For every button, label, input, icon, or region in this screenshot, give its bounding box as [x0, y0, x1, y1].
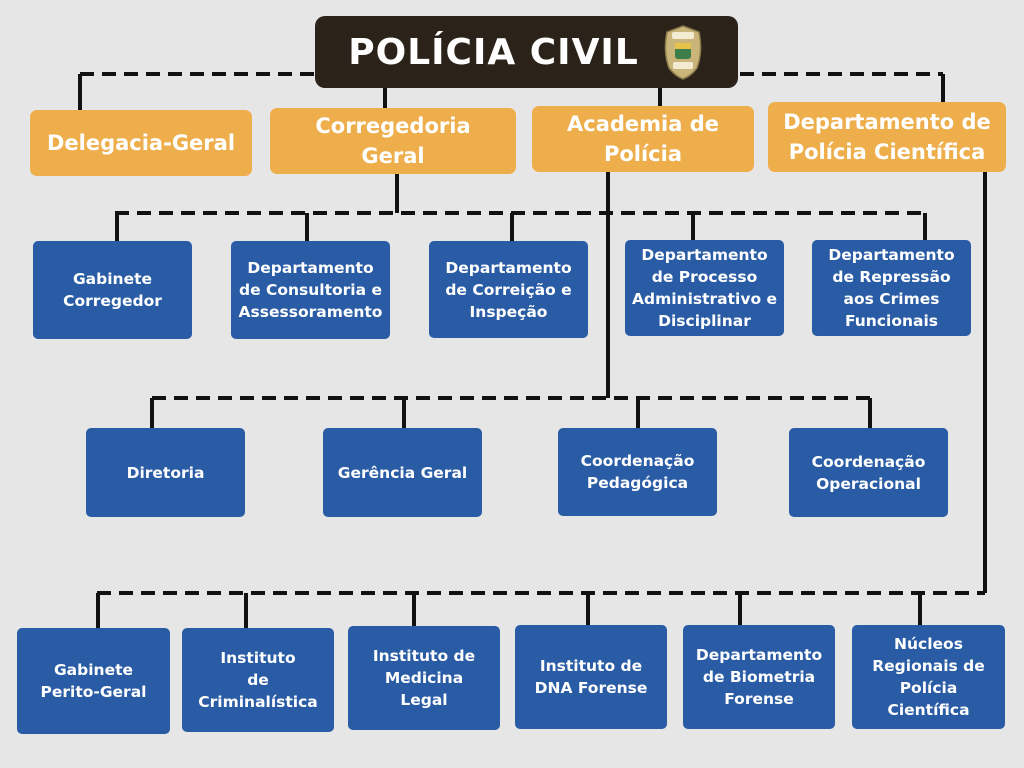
unit-instituto-criminalistica[interactable]: Instituto de Criminalística — [182, 628, 334, 732]
unit-instituto-dna-forense[interactable]: Instituto de DNA Forense — [515, 625, 667, 729]
unit-gabinete-perito-geral[interactable]: Gabinete Perito-Geral — [17, 628, 170, 734]
page-title: POLÍCIA CIVIL — [348, 31, 639, 73]
header-title-box: POLÍCIA CIVIL — [315, 16, 738, 88]
unit-gerencia-geral[interactable]: Gerência Geral — [323, 428, 482, 517]
unit-academia-de-policia[interactable]: Academia de Polícia — [532, 106, 754, 172]
unit-coordenacao-pedagogica[interactable]: Coordenação Pedagógica — [558, 428, 717, 516]
unit-diretoria[interactable]: Diretoria — [86, 428, 245, 517]
unit-correicao-inspecao[interactable]: Departamento de Correição e Inspeção — [429, 241, 588, 338]
unit-coordenacao-operacional[interactable]: Coordenação Operacional — [789, 428, 948, 517]
unit-corregedoria-geral[interactable]: Corregedoria Geral — [270, 108, 516, 174]
unit-consultoria-assessoramento[interactable]: Departamento de Consultoria e Assessoram… — [231, 241, 390, 339]
unit-gabinete-corregedor[interactable]: Gabinete Corregedor — [33, 241, 192, 339]
unit-delegacia-geral[interactable]: Delegacia-Geral — [30, 110, 252, 176]
unit-nucleos-regionais[interactable]: Núcleos Regionais de Polícia Científica — [852, 625, 1005, 729]
police-badge-logo — [664, 25, 702, 80]
unit-repressao-crimes-funcionais[interactable]: Departamento de Repressão aos Crimes Fun… — [812, 240, 971, 336]
unit-policia-cientifica[interactable]: Departamento de Polícia Científica — [768, 102, 1006, 172]
unit-biometria-forense[interactable]: Departamento de Biometria Forense — [683, 625, 835, 729]
unit-processo-administrativo[interactable]: Departamento de Processo Administrativo … — [625, 240, 784, 336]
unit-instituto-medicina-legal[interactable]: Instituto de Medicina Legal — [348, 626, 500, 730]
